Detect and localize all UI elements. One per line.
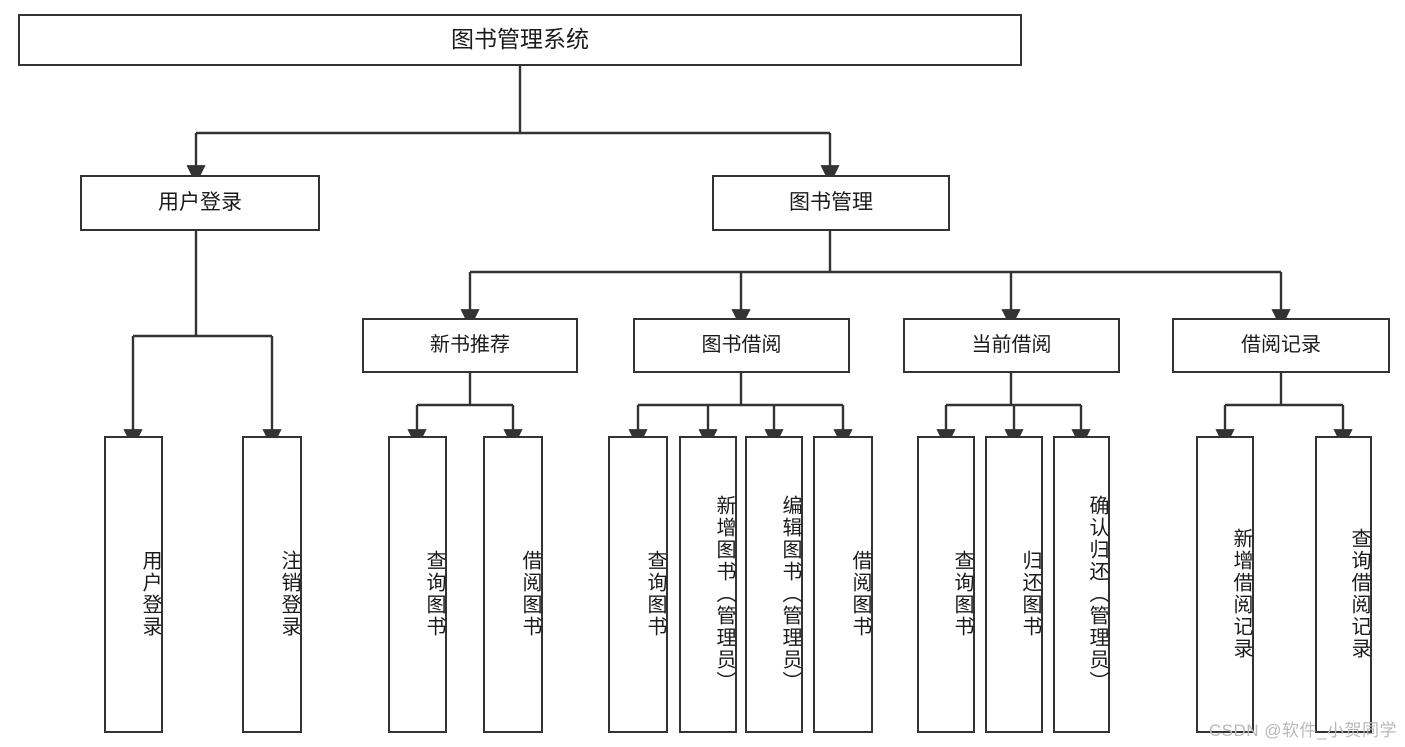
node-new-book-recommend[interactable]: 新书推荐 xyxy=(362,318,578,373)
watermark: CSDN @软件_小贺同学 xyxy=(1208,721,1397,740)
leaf-book-borrow-edit-label: 编辑图书（管理员） xyxy=(779,494,801,693)
node-user-login-label: 用户登录 xyxy=(158,190,242,214)
node-new-book-recommend-label: 新书推荐 xyxy=(430,333,510,356)
node-user-login[interactable]: 用户登录 xyxy=(80,175,320,231)
leaf-borrow-record-add-label: 新增借阅记录 xyxy=(1230,527,1252,660)
leaf-borrow-record-query[interactable]: 查询借阅记录 xyxy=(1315,436,1372,733)
node-root-system-label: 图书管理系统 xyxy=(451,26,589,53)
leaf-borrow-record-add[interactable]: 新增借阅记录 xyxy=(1196,436,1254,733)
leaf-book-borrow-query-label: 查询图书 xyxy=(644,549,666,638)
leaf-borrow-record-query-label: 查询借阅记录 xyxy=(1348,527,1370,660)
leaf-user-login-signout-label: 注销登录 xyxy=(278,549,300,638)
node-root-system[interactable]: 图书管理系统 xyxy=(18,14,1022,66)
leaf-new-book-query[interactable]: 查询图书 xyxy=(388,436,447,733)
node-borrow-record-label: 借阅记录 xyxy=(1241,333,1321,356)
leaf-current-borrow-return[interactable]: 归还图书 xyxy=(985,436,1043,733)
leaf-new-book-borrow-label: 借阅图书 xyxy=(519,549,541,638)
node-book-borrow[interactable]: 图书借阅 xyxy=(633,318,850,373)
leaf-user-login-signin[interactable]: 用户登录 xyxy=(104,436,163,733)
leaf-book-borrow-borrow[interactable]: 借阅图书 xyxy=(813,436,873,733)
leaf-user-login-signin-label: 用户登录 xyxy=(139,549,161,638)
leaf-current-borrow-query[interactable]: 查询图书 xyxy=(917,436,975,733)
leaf-book-borrow-query[interactable]: 查询图书 xyxy=(608,436,668,733)
leaf-new-book-query-label: 查询图书 xyxy=(423,549,445,638)
node-book-manage-label: 图书管理 xyxy=(789,190,873,214)
leaf-current-borrow-return-label: 归还图书 xyxy=(1019,549,1041,638)
leaf-book-borrow-edit[interactable]: 编辑图书（管理员） xyxy=(745,436,803,733)
node-current-borrow-label: 当前借阅 xyxy=(971,333,1052,356)
node-book-borrow-label: 图书借阅 xyxy=(701,333,782,356)
leaf-book-borrow-borrow-label: 借阅图书 xyxy=(849,549,871,638)
leaf-new-book-borrow[interactable]: 借阅图书 xyxy=(483,436,543,733)
node-current-borrow[interactable]: 当前借阅 xyxy=(903,318,1120,373)
leaf-book-borrow-add[interactable]: 新增图书（管理员） xyxy=(679,436,737,733)
node-borrow-record[interactable]: 借阅记录 xyxy=(1172,318,1390,373)
leaf-book-borrow-add-label: 新增图书（管理员） xyxy=(713,494,735,693)
node-book-manage[interactable]: 图书管理 xyxy=(712,175,950,231)
leaf-current-borrow-confirm-label: 确认归还（管理员） xyxy=(1086,494,1108,693)
leaf-user-login-signout[interactable]: 注销登录 xyxy=(242,436,302,733)
leaf-current-borrow-confirm[interactable]: 确认归还（管理员） xyxy=(1053,436,1110,733)
leaf-current-borrow-query-label: 查询图书 xyxy=(951,549,973,638)
